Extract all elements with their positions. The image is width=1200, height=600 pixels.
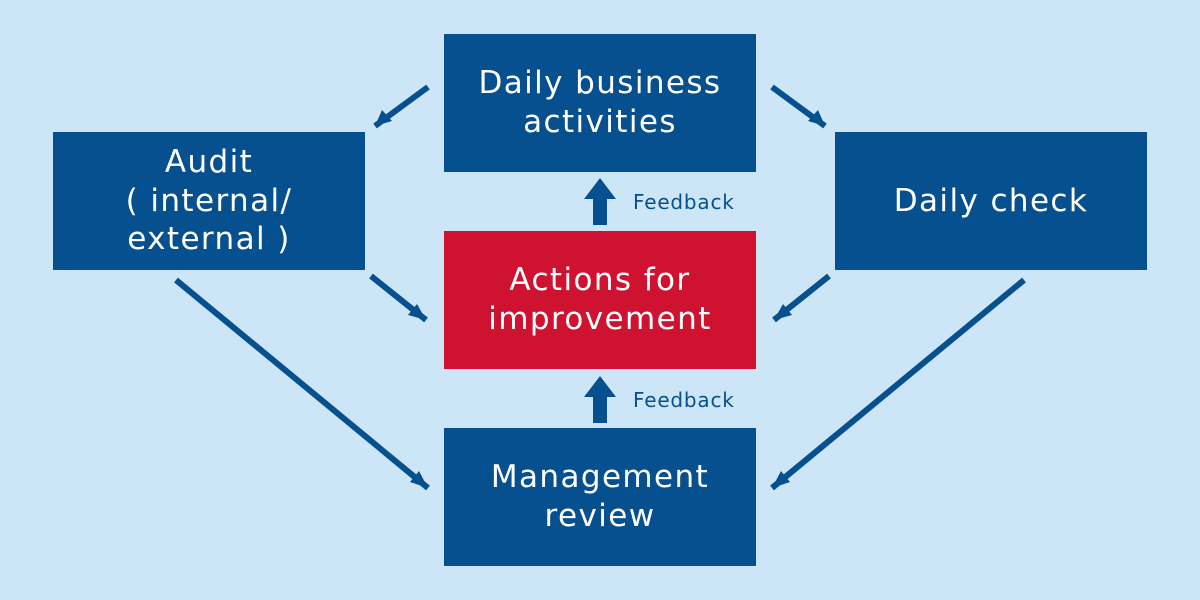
feedback-arrow-upper bbox=[584, 178, 616, 225]
node-daily-check-label: Daily check bbox=[893, 182, 1089, 219]
node-audit: Audit ( internal/ external ) bbox=[53, 132, 365, 270]
arrow-check-to-management bbox=[770, 277, 1026, 491]
node-management-review-label: Management review bbox=[490, 459, 710, 534]
arrow-check-to-actions bbox=[772, 273, 831, 323]
feedback-label-upper: Feedback bbox=[633, 190, 735, 214]
node-daily-check: Daily check bbox=[835, 132, 1147, 270]
node-actions-for-improvement: Actions for improvement bbox=[444, 231, 756, 369]
node-daily-business-activities: Daily business activities bbox=[444, 34, 756, 172]
arrow-business-to-audit bbox=[373, 84, 430, 129]
arrow-audit-to-actions bbox=[369, 273, 428, 323]
node-actions-for-improvement-label: Actions for improvement bbox=[488, 262, 712, 337]
arrow-business-to-daily-check bbox=[770, 84, 827, 129]
arrow-audit-to-management bbox=[174, 277, 430, 491]
feedback-label-lower: Feedback bbox=[633, 388, 735, 412]
feedback-arrow-lower bbox=[584, 376, 616, 423]
node-daily-business-activities-label: Daily business activities bbox=[478, 65, 722, 140]
node-management-review: Management review bbox=[444, 428, 756, 566]
node-audit-label: Audit ( internal/ external ) bbox=[125, 143, 293, 258]
